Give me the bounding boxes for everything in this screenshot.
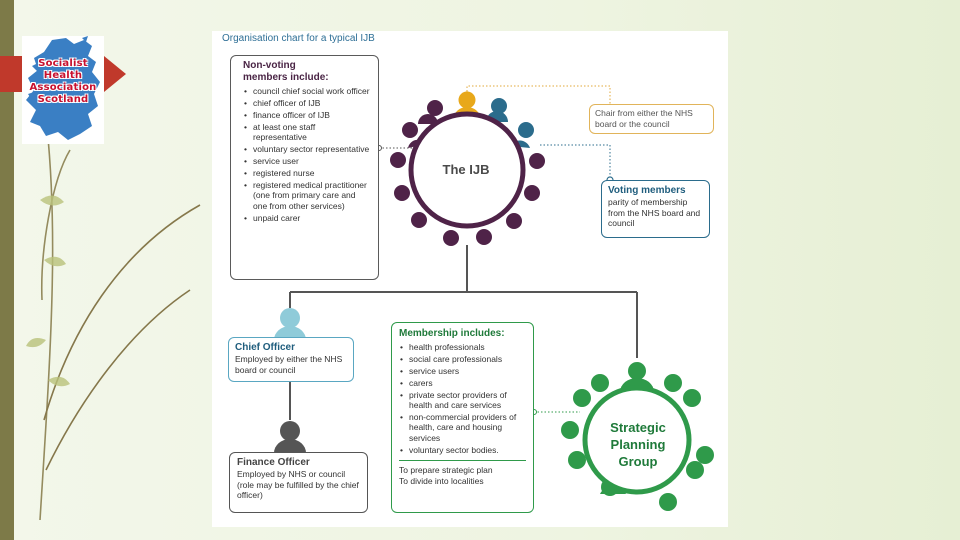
list-item: council chief social work officer <box>244 86 370 97</box>
non-voting-members-box: Non-voting members include: council chie… <box>230 55 379 280</box>
voting-seat-group <box>486 98 534 148</box>
membership-footer-line: To prepare strategic plan <box>399 465 493 476</box>
spg-label-line: Group <box>618 454 658 469</box>
list-item: unpaid carer <box>244 213 370 224</box>
logo-text: Socialist Health Association Scotland <box>22 58 104 106</box>
list-item: social care professionals <box>400 354 526 365</box>
list-item: private sector providers of health and c… <box>400 390 526 411</box>
spg-label-line: Planning <box>610 437 666 452</box>
chair-box: Chair from either the NHS board or the c… <box>589 104 714 134</box>
membership-title: Membership includes: <box>399 328 505 339</box>
logo-line: Association <box>29 82 97 93</box>
voting-title: Voting members <box>608 185 686 196</box>
list-item: voluntary sector representative <box>244 144 370 155</box>
voting-text: parity of membership from the NHS board … <box>608 197 701 228</box>
finance-officer-box: Finance Officer Employed by NHS or counc… <box>229 452 368 513</box>
left-accent-bar <box>0 0 14 540</box>
list-item: carers <box>400 378 526 389</box>
chief-officer-icon <box>274 308 306 340</box>
list-item: registered nurse <box>244 168 370 179</box>
chart-title: Organisation chart for a typical IJB <box>222 33 375 44</box>
list-item: voluntary sector bodies. <box>400 445 526 456</box>
list-item: chief officer of IJB <box>244 98 370 109</box>
list-item: non-commercial providers of health, care… <box>400 412 526 444</box>
ijb-label: The IJB <box>442 162 490 177</box>
finance-officer-text: Employed by NHS or council (role may be … <box>237 469 359 500</box>
list-item: health professionals <box>400 342 526 353</box>
non-voting-title-line: Non-voting <box>243 60 296 71</box>
membership-list: health professionals social care profess… <box>399 342 526 455</box>
ijb-seat-group <box>390 100 545 246</box>
chair-text: Chair from either the NHS board or the c… <box>595 108 693 129</box>
chief-officer-title: Chief Officer <box>235 342 296 353</box>
logo-line: Health <box>43 70 83 81</box>
list-item: finance officer of IJB <box>244 110 370 121</box>
membership-divider <box>399 460 526 462</box>
finance-officer-title: Finance Officer <box>237 457 310 468</box>
membership-footer-line: To divide into localities <box>399 475 484 486</box>
non-voting-title: Non-voting members include: <box>243 60 370 84</box>
spg-label: Strategic Planning Group <box>596 419 680 470</box>
chief-officer-box: Chief Officer Employed by either the NHS… <box>228 337 354 382</box>
spg-circle <box>582 385 692 495</box>
list-item: registered medical practitioner (one fro… <box>244 180 370 212</box>
list-item: service user <box>244 156 370 167</box>
membership-box: Membership includes: health professional… <box>391 322 534 513</box>
non-voting-title-line: members include: <box>243 72 329 83</box>
chief-officer-text: Employed by either the NHS board or coun… <box>235 354 343 375</box>
scotland-map-logo <box>22 36 104 144</box>
logo-line: Scotland <box>37 94 89 105</box>
logo-line: Socialist <box>38 58 88 69</box>
list-item: service users <box>400 366 526 377</box>
finance-officer-icon <box>274 421 306 453</box>
non-voting-list: council chief social work officer chief … <box>243 86 370 223</box>
voting-members-box: Voting members parity of membership from… <box>601 180 710 238</box>
spg-label-line: Strategic <box>610 420 666 435</box>
list-item: at least one staff representative <box>244 122 370 143</box>
ijb-circle <box>408 111 526 229</box>
